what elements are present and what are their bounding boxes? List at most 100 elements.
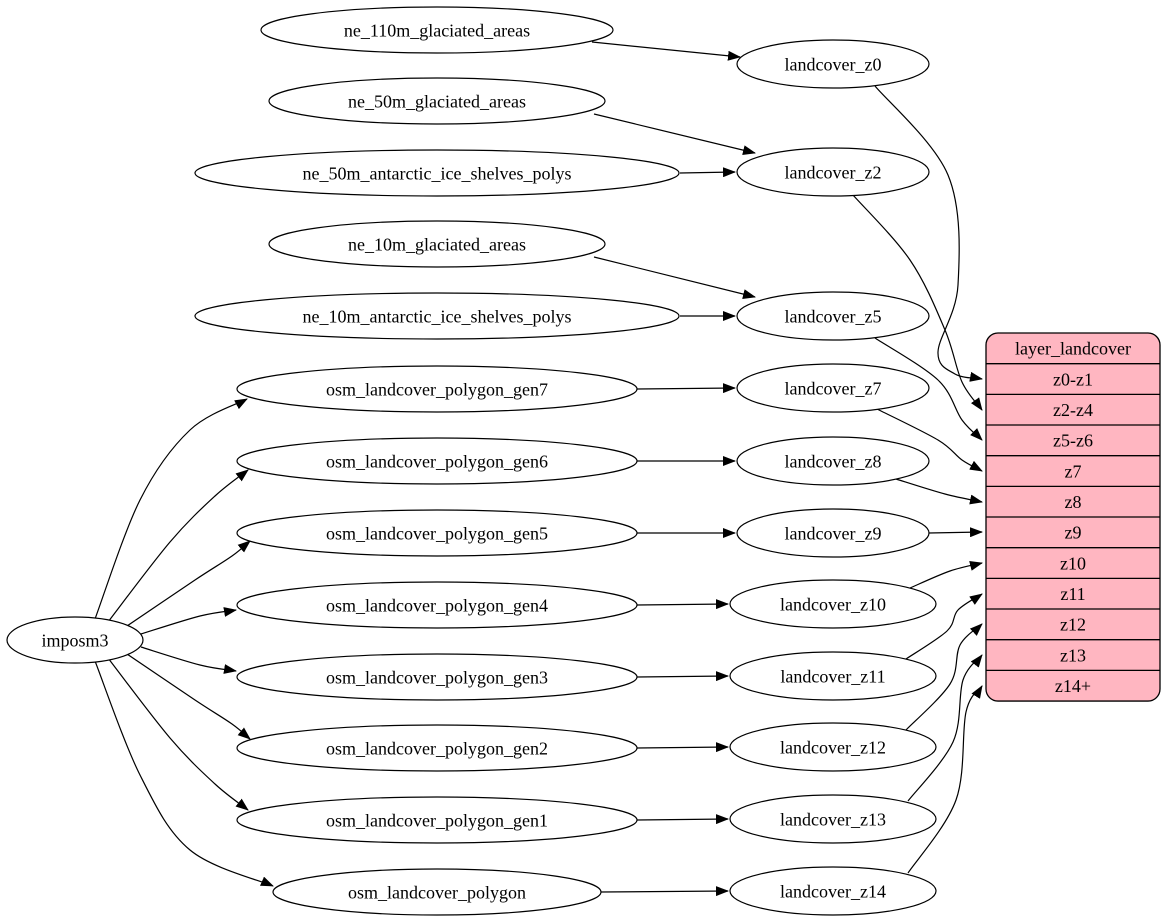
node-osm_landcover_polygon_gen5: osm_landcover_polygon_gen5 xyxy=(236,509,638,557)
edge-landcover_z5-to-layer_landcover-z5-z6 xyxy=(874,337,983,441)
edge-imposm3-to-osm_landcover_polygon_gen4 xyxy=(140,607,237,635)
edge-ne_10m_glaciated_areas-to-landcover_z5 xyxy=(593,256,756,299)
edge-imposm3-to-osm_landcover_polygon_gen5 xyxy=(123,540,251,629)
node-shape-ne_10m_glaciated_areas xyxy=(268,220,606,268)
node-landcover_z5: landcover_z5 xyxy=(736,291,930,341)
node-label-ne_50m_antarctic_ice_shelves_polys: ne_50m_antarctic_ice_shelves_polys xyxy=(303,163,572,183)
record-row-label-z13: z13 xyxy=(1060,645,1086,665)
node-label-ne_50m_glaciated_areas: ne_50m_glaciated_areas xyxy=(348,91,526,111)
edges-layer xyxy=(94,41,983,897)
node-shape-ne_50m_glaciated_areas xyxy=(268,77,606,125)
edge-osm_landcover_polygon_gen4-to-landcover_z10 xyxy=(636,599,729,610)
node-osm_landcover_polygon_gen6: osm_landcover_polygon_gen6 xyxy=(236,437,638,485)
node-shape-imposm3 xyxy=(6,616,144,664)
node-landcover_z10: landcover_z10 xyxy=(729,579,937,629)
edge-landcover_z14-to-layer_landcover-z14+ xyxy=(907,685,983,874)
edge-osm_landcover_polygon_gen3-to-landcover_z11 xyxy=(636,671,729,682)
node-ne_50m_glaciated_areas: ne_50m_glaciated_areas xyxy=(268,77,606,125)
node-shape-osm_landcover_polygon_gen3 xyxy=(236,653,638,701)
node-shape-osm_landcover_polygon_gen7 xyxy=(236,365,638,413)
node-shape-osm_landcover_polygon_gen2 xyxy=(236,724,638,772)
edge-osm_landcover_polygon_gen1-to-landcover_z13 xyxy=(636,814,729,825)
node-label-osm_landcover_polygon_gen6: osm_landcover_polygon_gen6 xyxy=(326,451,548,471)
node-shape-osm_landcover_polygon_gen6 xyxy=(236,437,638,485)
node-shape-landcover_z8 xyxy=(736,436,930,486)
node-landcover_z0: landcover_z0 xyxy=(736,39,930,89)
node-label-ne_10m_glaciated_areas: ne_10m_glaciated_areas xyxy=(348,234,526,254)
node-landcover_z12: landcover_z12 xyxy=(729,722,937,772)
node-landcover_z2: landcover_z2 xyxy=(736,147,930,197)
node-shape-ne_50m_antarctic_ice_shelves_polys xyxy=(194,149,680,197)
record-row-label-z10: z10 xyxy=(1060,553,1086,573)
node-shape-osm_landcover_polygon_gen1 xyxy=(236,796,638,844)
record-row-label-z14+: z14+ xyxy=(1055,676,1091,696)
node-shape-landcover_z10 xyxy=(729,579,937,629)
node-shape-landcover_z11 xyxy=(729,651,937,701)
node-osm_landcover_polygon_gen3: osm_landcover_polygon_gen3 xyxy=(236,653,638,701)
record-row-label-z5-z6: z5-z6 xyxy=(1053,431,1093,451)
node-shape-landcover_z13 xyxy=(729,794,937,844)
edge-imposm3-to-osm_landcover_polygon_gen6 xyxy=(107,469,249,623)
edge-ne_50m_glaciated_areas-to-landcover_z2 xyxy=(593,113,756,156)
node-label-osm_landcover_polygon_gen1: osm_landcover_polygon_gen1 xyxy=(326,810,548,830)
edge-landcover_z11-to-layer_landcover-z11 xyxy=(905,593,983,660)
node-shape-landcover_z14 xyxy=(729,866,937,916)
edge-landcover_z2-to-layer_landcover-z2-z4 xyxy=(852,194,983,411)
node-landcover_z13: landcover_z13 xyxy=(729,794,937,844)
node-ne_50m_antarctic_ice_shelves_polys: ne_50m_antarctic_ice_shelves_polys xyxy=(194,149,680,197)
edge-landcover_z0-to-layer_landcover-z0-z1 xyxy=(874,85,983,382)
node-shape-osm_landcover_polygon xyxy=(272,868,602,916)
node-shape-osm_landcover_polygon_gen5 xyxy=(236,509,638,557)
node-label-imposm3: imposm3 xyxy=(41,630,108,650)
node-ne_10m_antarctic_ice_shelves_polys: ne_10m_antarctic_ice_shelves_polys xyxy=(194,292,680,340)
node-landcover_z7: landcover_z7 xyxy=(736,363,930,413)
node-label-landcover_z5: landcover_z5 xyxy=(785,306,882,326)
node-ne_10m_glaciated_areas: ne_10m_glaciated_areas xyxy=(268,220,606,268)
record-row-label-z8: z8 xyxy=(1065,492,1082,512)
edge-landcover_z8-to-layer_landcover-z8 xyxy=(895,478,983,505)
edge-imposm3-to-osm_landcover_polygon_gen1 xyxy=(107,657,249,811)
record-title: layer_landcover xyxy=(1015,339,1131,359)
edge-ne_110m_glaciated_areas-to-landcover_z0 xyxy=(591,41,741,61)
node-shape-landcover_z7 xyxy=(736,363,930,413)
node-label-osm_landcover_polygon: osm_landcover_polygon xyxy=(348,882,526,902)
node-label-osm_landcover_polygon_gen2: osm_landcover_polygon_gen2 xyxy=(326,738,548,758)
edge-osm_landcover_polygon_gen7-to-landcover_z7 xyxy=(636,383,736,394)
node-shape-ne_110m_glaciated_areas xyxy=(260,6,614,54)
node-label-landcover_z14: landcover_z14 xyxy=(780,881,886,901)
node-label-landcover_z9: landcover_z9 xyxy=(785,523,882,543)
node-label-ne_110m_glaciated_areas: ne_110m_glaciated_areas xyxy=(344,20,530,40)
node-shape-ne_10m_antarctic_ice_shelves_polys xyxy=(194,292,680,340)
node-osm_landcover_polygon: osm_landcover_polygon xyxy=(272,868,602,916)
node-osm_landcover_polygon_gen1: osm_landcover_polygon_gen1 xyxy=(236,796,638,844)
edge-ne_50m_antarctic_ice_shelves_polys-to-landcover_z2 xyxy=(679,167,736,178)
edge-osm_landcover_polygon_gen2-to-landcover_z12 xyxy=(636,742,729,753)
node-label-landcover_z13: landcover_z13 xyxy=(780,809,886,829)
node-label-landcover_z7: landcover_z7 xyxy=(785,378,882,398)
record-row-label-z7: z7 xyxy=(1065,461,1082,481)
record-row-label-z0-z1: z0-z1 xyxy=(1053,369,1093,389)
node-shape-landcover_z2 xyxy=(736,147,930,197)
record-layer_landcover: layer_landcover z0-z1 z2-z4 z5-z6 z7 z8 z9 z10 z… xyxy=(985,332,1161,702)
node-label-osm_landcover_polygon_gen4: osm_landcover_polygon_gen4 xyxy=(326,595,548,615)
node-osm_landcover_polygon_gen7: osm_landcover_polygon_gen7 xyxy=(236,365,638,413)
edge-landcover_z13-to-layer_landcover-z13 xyxy=(907,654,983,802)
node-imposm3: imposm3 xyxy=(6,616,144,664)
node-label-landcover_z10: landcover_z10 xyxy=(780,594,886,614)
node-label-osm_landcover_polygon_gen7: osm_landcover_polygon_gen7 xyxy=(326,379,548,399)
node-label-landcover_z8: landcover_z8 xyxy=(785,451,882,471)
node-shape-osm_landcover_polygon_gen4 xyxy=(236,581,638,629)
record-row-label-z9: z9 xyxy=(1065,523,1082,543)
record-row-label-z12: z12 xyxy=(1060,615,1086,635)
node-label-landcover_z12: landcover_z12 xyxy=(780,737,886,757)
nodes-layer: ne_110m_glaciated_areas ne_50m_glaciated_… xyxy=(6,6,1161,916)
record-row-label-z2-z4: z2-z4 xyxy=(1053,400,1093,420)
node-label-osm_landcover_polygon_gen3: osm_landcover_polygon_gen3 xyxy=(326,667,548,687)
node-landcover_z14: landcover_z14 xyxy=(729,866,937,916)
edge-imposm3-to-osm_landcover_polygon xyxy=(94,660,274,887)
edge-imposm3-to-osm_landcover_polygon_gen7 xyxy=(94,398,248,620)
edge-landcover_z9-to-layer_landcover-z9 xyxy=(928,527,983,538)
node-shape-landcover_z12 xyxy=(729,722,937,772)
